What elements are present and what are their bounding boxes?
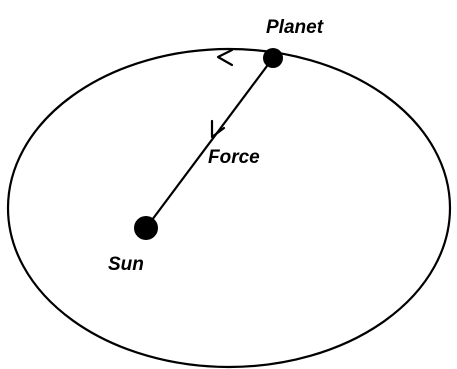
orbit-direction-arrow bbox=[216, 48, 234, 67]
sun-label: Sun bbox=[108, 254, 144, 275]
force-label: Force bbox=[208, 147, 260, 168]
sun-dot bbox=[134, 216, 158, 240]
planet-label: Planet bbox=[266, 17, 324, 38]
planet-dot bbox=[263, 48, 283, 68]
force-arrowhead bbox=[210, 119, 226, 139]
orbit-ellipse bbox=[6, 47, 452, 369]
force-line bbox=[145, 57, 274, 229]
